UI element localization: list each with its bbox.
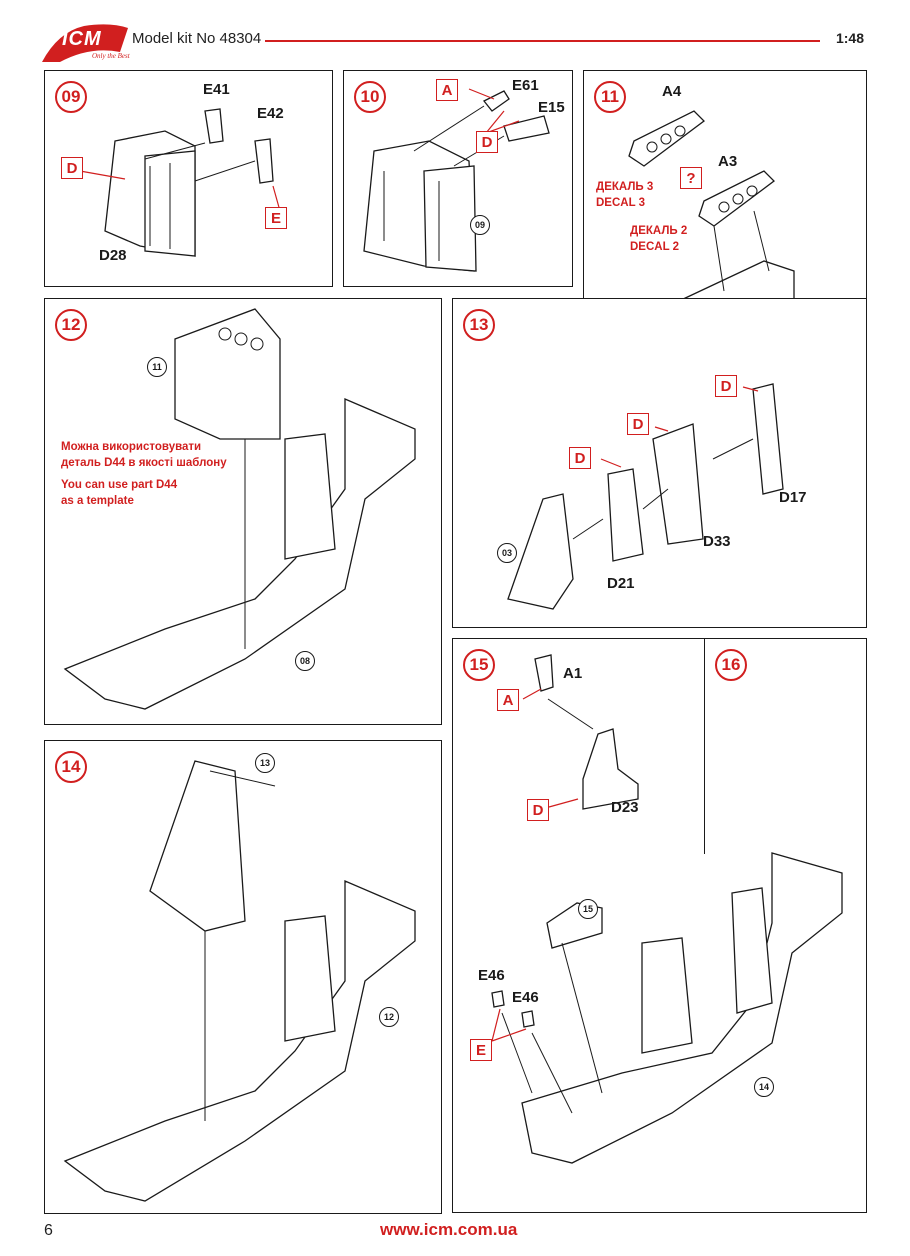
label-e46-b: E46 <box>512 989 539 1006</box>
label-a4: A4 <box>662 83 682 100</box>
box-d-3: D <box>569 447 591 469</box>
logo-tagline: Only the Best <box>92 52 130 60</box>
step-09-panel: 09 E41 E42 D28 D E <box>44 70 333 287</box>
page-number: 6 <box>44 1222 53 1239</box>
ref-14: 14 <box>754 1077 774 1097</box>
box-d: D <box>61 157 83 179</box>
step-15-panel: 15 A1 A D D23 <box>452 638 706 855</box>
step-14-badge: 14 <box>55 751 87 783</box>
kit-title: Model kit No 48304 <box>132 30 262 47</box>
label-d17: D17 <box>779 489 807 506</box>
ref-03: 03 <box>497 543 517 563</box>
icm-logo: ICM Only the Best <box>40 22 130 66</box>
logo-brand: ICM <box>62 28 102 50</box>
step-09-badge: 09 <box>55 81 87 113</box>
website-link[interactable]: www.icm.com.ua <box>380 1220 518 1239</box>
header-divider <box>265 40 820 42</box>
step-13-panel: 13 D D D D17 D33 D21 03 <box>452 298 867 628</box>
box-a: A <box>436 79 458 101</box>
step-12-panel: 12 11 Можна використовувати деталь D44 в… <box>44 298 442 725</box>
step-16-content: 15 E46 E46 E 14 <box>452 852 865 1212</box>
step-13-badge: 13 <box>463 309 495 341</box>
box-d: D <box>527 799 549 821</box>
label-e61: E61 <box>512 77 539 94</box>
template-note-en-1: You can use part D44 <box>61 479 178 491</box>
logo-shape <box>42 24 128 62</box>
decal-3-ua: ДЕКАЛЬ 3 <box>596 181 654 193</box>
label-d23: D23 <box>611 799 639 816</box>
decal-2-en: DECAL 2 <box>630 241 679 253</box>
label-a1: A1 <box>563 665 583 682</box>
label-e42: E42 <box>257 105 284 122</box>
label-e41: E41 <box>203 81 230 98</box>
decal-3-note: ДЕКАЛЬ 3 DECAL 3 <box>596 179 653 211</box>
box-d: D <box>476 131 498 153</box>
label-e15: E15 <box>538 99 565 116</box>
step-14-panel: 14 13 12 <box>44 740 442 1214</box>
box-e: E <box>470 1039 492 1061</box>
step-16-drawing <box>491 852 843 1164</box>
ref-08: 08 <box>295 651 315 671</box>
step-12-drawing <box>63 308 416 710</box>
step-16-badge: 16 <box>715 649 747 681</box>
label-d21: D21 <box>607 575 635 592</box>
step-16-panel-upper: 16 <box>704 638 867 854</box>
template-note-ua-2: деталь D44 в якості шаблону <box>61 457 227 469</box>
box-d-2: D <box>627 413 649 435</box>
label-d28: D28 <box>99 247 127 264</box>
decal-2-note: ДЕКАЛЬ 2 DECAL 2 <box>630 223 687 255</box>
ref-11: 11 <box>147 357 167 377</box>
step-12-badge: 12 <box>55 309 87 341</box>
step-13-drawing <box>507 383 784 610</box>
label-a3: A3 <box>718 153 738 170</box>
step-09-drawing <box>79 108 281 257</box>
step-11-badge: 11 <box>594 81 626 113</box>
ref-12: 12 <box>379 1007 399 1027</box>
box-a: A <box>497 689 519 711</box>
label-e46-a: E46 <box>478 967 505 984</box>
step-15-drawing <box>522 654 639 810</box>
ref-09: 09 <box>470 215 490 235</box>
step-10-drawing <box>363 88 550 272</box>
ref-13: 13 <box>255 753 275 773</box>
ref-15: 15 <box>578 899 598 919</box>
box-d-1: D <box>715 375 737 397</box>
decal-2-ua: ДЕКАЛЬ 2 <box>630 225 688 237</box>
template-note-ua-1: Можна використовувати <box>61 441 202 453</box>
decal-3-en: DECAL 3 <box>596 197 645 209</box>
template-note-en-2: as a template <box>61 495 134 507</box>
step-10-badge: 10 <box>354 81 386 113</box>
template-note: Можна використовувати деталь D44 в якост… <box>61 439 227 509</box>
scale-label: 1:48 <box>835 30 864 46</box>
box-question: ? <box>680 167 702 189</box>
box-e: E <box>265 207 287 229</box>
step-10-panel: 10 E61 E15 A D 09 <box>343 70 573 287</box>
step-15-badge: 15 <box>463 649 495 681</box>
step-14-drawing <box>63 760 416 1202</box>
label-d33: D33 <box>703 533 731 550</box>
